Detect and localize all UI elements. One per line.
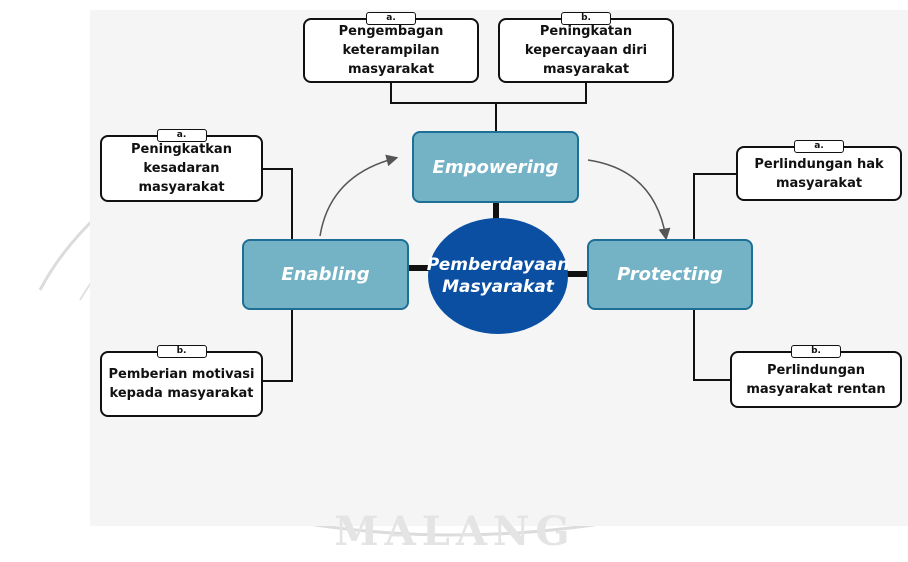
leaf-protecting-a: a. Perlindungan hak masyarakat xyxy=(736,140,902,201)
leaf-text: Perlindungan hak masyarakat xyxy=(754,156,884,191)
leaf-text: Perlindungan masyarakat rentan xyxy=(746,362,886,397)
protecting-label: Protecting xyxy=(617,264,723,285)
leaf-empowering-a: a. Pengembagan keterampilan masyarakat xyxy=(303,12,479,83)
link-empowering-leaves xyxy=(390,82,587,104)
leaf-tag: a. xyxy=(366,12,416,25)
arrow-empowering-to-protecting xyxy=(587,159,671,241)
link-enabling-a xyxy=(262,168,293,240)
center-label-line2: Masyarakat xyxy=(442,277,554,297)
arrow-enabling-to-empowering xyxy=(319,154,399,237)
link-protecting-b xyxy=(693,310,731,381)
enabling-node: Enabling xyxy=(242,239,409,310)
leaf-tag: a. xyxy=(794,140,844,153)
leaf-text: Peningkatan kepercayaan diri masyarakat xyxy=(524,24,648,77)
link-protecting-a xyxy=(693,173,737,240)
leaf-tag: a. xyxy=(156,129,207,142)
leaf-text: Peningkatkan kesadaran masyarakat xyxy=(131,142,232,195)
empowering-label: Empowering xyxy=(432,156,559,178)
leaf-tag: b. xyxy=(561,12,611,25)
center-node: Pemberdayaan Masyarakat xyxy=(426,218,570,334)
enabling-label: Enabling xyxy=(281,264,370,285)
leaf-enabling-b: b. Pemberian motivasi kepada masyarakat xyxy=(100,345,263,417)
center-label-line1: Pemberdayaan xyxy=(426,255,570,275)
leaf-tag: b. xyxy=(791,345,841,358)
leaf-empowering-b: b. Peningkatan kepercayaan diri masyarak… xyxy=(498,12,674,83)
watermark-text: MALANG xyxy=(334,508,576,555)
leaf-enabling-a: a. Peningkatkan kesadaran masyarakat xyxy=(100,129,263,202)
leaf-tag: b. xyxy=(156,345,207,358)
empowering-node: Empowering xyxy=(412,131,579,203)
link-enabling-b xyxy=(262,309,293,382)
leaf-protecting-b: b. Perlindungan masyarakat rentan xyxy=(730,345,902,408)
leaf-text: Pengembagan keterampilan masyarakat xyxy=(338,24,444,77)
protecting-node: Protecting xyxy=(587,239,753,310)
leaf-text: Pemberian motivasi kepada masyarakat xyxy=(108,367,255,401)
